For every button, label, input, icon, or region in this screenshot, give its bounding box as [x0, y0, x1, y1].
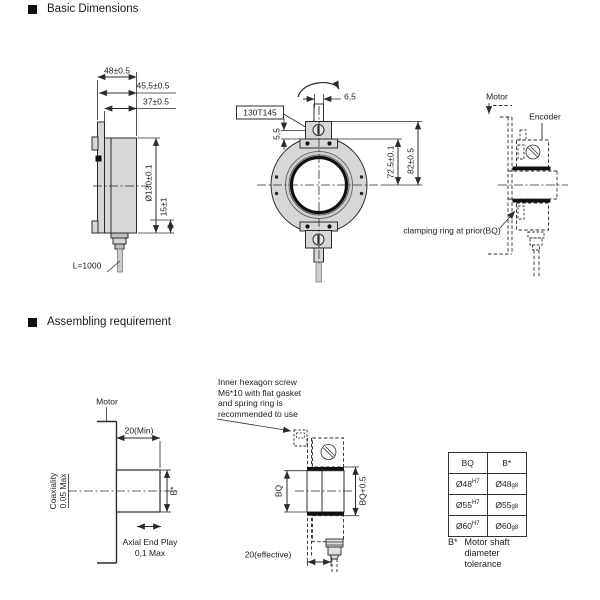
- section-assembling-requirement: Assembling requirement: [28, 316, 171, 328]
- shaft-diameter-symbol: B*: [168, 486, 179, 496]
- axial-end-play-label: Axial End Play 0,1 Max: [112, 537, 188, 558]
- motor-label: Motor: [486, 91, 508, 102]
- assembly-note-line3: and spring ring is: [218, 398, 283, 408]
- axial-line1: Axial End Play: [122, 537, 178, 547]
- coaxiality-line2: 0.05 Max: [58, 473, 68, 509]
- assembly-note-line2: M6*10 with flat gasket: [218, 387, 302, 398]
- coaxiality-label: Coaxiality 0.05 Max: [48, 473, 68, 510]
- section-title: Assembling requirement: [47, 316, 172, 328]
- front-view-drawing: [236, 80, 422, 283]
- footnote-mark: B*: [448, 537, 458, 547]
- dim-bore: BQ: [273, 484, 284, 498]
- section-basic-dimensions: Basic Dimensions: [28, 3, 138, 15]
- dim-width-total: 48±0.5: [104, 65, 130, 76]
- coaxiality-line1: Coaxiality: [48, 472, 58, 510]
- dim-radius-mount: 72.5±0.1: [385, 145, 396, 179]
- shaft-view-drawing: [68, 407, 178, 564]
- dim-offset: 15±1: [158, 197, 169, 217]
- axial-line2: 0,1 Max: [134, 547, 166, 558]
- dim-radius-outer: 82±0.5: [404, 148, 415, 174]
- dim-diameter: Ø130±0.1: [143, 164, 154, 202]
- assembly-note-line4: recommended to use: [218, 408, 298, 419]
- dim-clamp-height: 5,5: [271, 128, 282, 140]
- dim-shaft-min: 20(Min): [124, 425, 154, 436]
- table-footnote: B* Motor shaft diameter tolerance: [448, 537, 510, 570]
- dim-effective: 20(effective): [244, 549, 292, 560]
- assembly-view-drawing: [216, 418, 359, 574]
- square-bullet-icon: [28, 317, 37, 327]
- assembly-note: Inner hexagon screw M6*10 with flat gask…: [218, 377, 301, 419]
- encoder-label: Encoder: [529, 111, 561, 122]
- dim-key-offset: 6,5: [344, 91, 356, 102]
- motor-label: Motor: [96, 396, 118, 407]
- dim-width-mid: 45,5±0.5: [136, 80, 170, 91]
- mount-view-drawing: [485, 103, 568, 277]
- side-view-drawing: [91, 72, 176, 273]
- table-header-b: B*: [502, 458, 512, 468]
- table-header-bq: BQ: [449, 453, 488, 473]
- footnote-text: Motor shaft diameter tolerance: [464, 537, 510, 569]
- model-number-box: 130T145: [243, 106, 277, 117]
- dim-bore-fit: BQ+0.5: [356, 476, 367, 506]
- dim-width-body: 37±0.5: [143, 95, 169, 106]
- assembly-note-line1: Inner hexagon screw: [218, 377, 297, 387]
- section-title: Basic Dimensions: [47, 3, 139, 15]
- cable-length-label: L=1000: [72, 260, 102, 271]
- clamping-ring-note: clamping ring at prior(BQ): [403, 225, 501, 236]
- square-bullet-icon: [28, 4, 37, 14]
